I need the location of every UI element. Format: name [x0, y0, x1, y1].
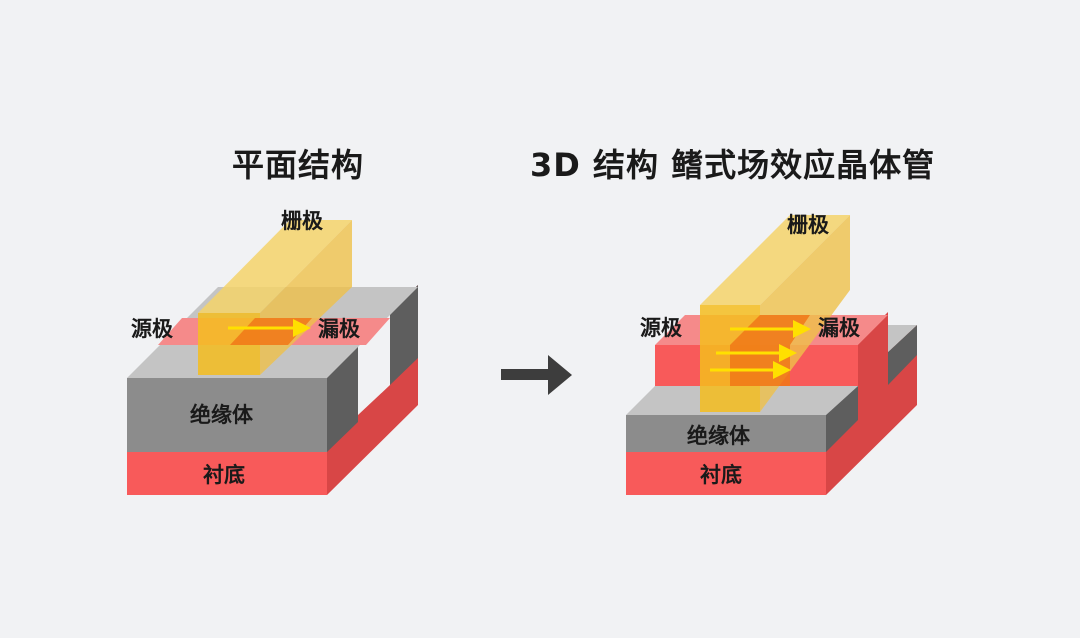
planar-gate-label: 栅极	[281, 209, 324, 233]
planar-substrate-label: 衬底	[203, 463, 245, 487]
finfet-substrate-label: 衬底	[700, 463, 742, 487]
finfet-gate-top	[700, 215, 850, 305]
planar-title: 平面结构	[232, 146, 365, 184]
finfet-source-label: 源极	[640, 316, 683, 340]
planar-insulator-side-back	[390, 285, 418, 385]
finfet-gate-label: 栅极	[787, 213, 830, 237]
planar-insulator-label: 绝缘体	[190, 403, 254, 427]
planar-diagram: 栅极 源极 漏极 绝缘体 衬底	[127, 209, 418, 495]
finfet-diagram: 栅极 源极 漏极 绝缘体 衬底	[626, 213, 917, 495]
planar-drain-label: 漏极	[318, 317, 361, 341]
finfet-drain-label: 漏极	[818, 316, 861, 340]
planar-substrate-front	[127, 452, 327, 495]
planar-channel	[230, 318, 312, 345]
right-arrow-icon	[501, 355, 572, 395]
planar-gate-top	[198, 220, 352, 313]
finfet-insulator-back-side	[888, 325, 917, 385]
finfet-title: 3D 结构 鳍式场效应晶体管	[530, 146, 936, 184]
finfet-fin-side	[858, 315, 888, 386]
finfet-substrate-front	[626, 452, 826, 495]
finfet-insulator-side	[826, 386, 858, 452]
finfet-insulator-label: 绝缘体	[687, 424, 751, 448]
planar-insulator-front	[127, 378, 327, 452]
planar-source-label: 源极	[131, 317, 174, 341]
finfet-insulator-front	[626, 415, 826, 452]
